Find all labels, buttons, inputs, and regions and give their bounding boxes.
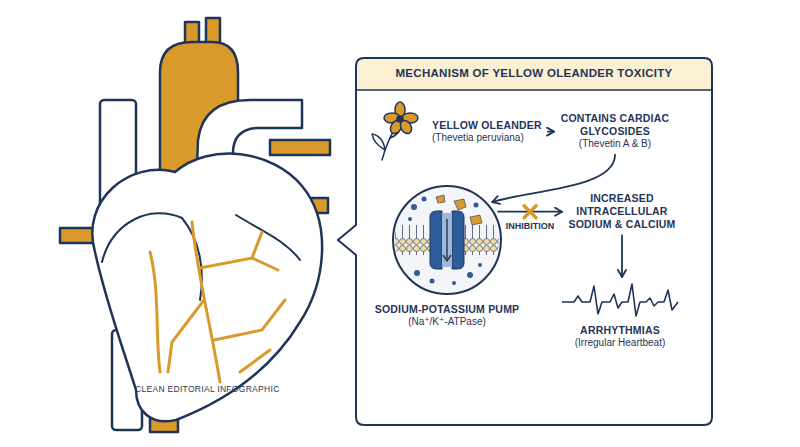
step-node: INCREASED INTRACELLULAR SODIUM & CALCIUM xyxy=(566,192,678,231)
pump-illustration xyxy=(392,185,502,295)
node-heading: INCREASED INTRACELLULAR SODIUM & CALCIUM xyxy=(566,192,678,231)
heart-vessels xyxy=(60,18,330,432)
ecg-trace xyxy=(560,280,680,320)
edge-label: INHIBITION xyxy=(504,221,557,231)
node-subtext: (Na⁺/K⁺-ATPase) xyxy=(375,316,520,329)
node-subtext: (Irregular Heartbeat) xyxy=(560,337,680,350)
flow-arrow xyxy=(621,235,623,277)
node-heading: YELLOW OLEANDER xyxy=(432,119,542,132)
step-node: YELLOW OLEANDER(Thevetia peruviana) xyxy=(432,119,542,145)
coronary-arteries xyxy=(150,222,285,382)
step-node: ARRHYTHMIAS(Irregular Heartbeat) xyxy=(560,280,680,350)
flow-arrow xyxy=(548,131,554,133)
node-subtext: (Thevetin A & B) xyxy=(560,138,670,151)
node-subtext: (Thevetia peruviana) xyxy=(432,132,542,145)
flower-icon xyxy=(372,102,418,160)
node-heading: SODIUM-POTASSIUM PUMP xyxy=(375,303,520,316)
node-heading: ARRHYTHMIAS xyxy=(560,324,680,337)
panel-border xyxy=(338,58,712,425)
pump-circle: SODIUM-POTASSIUM PUMP(Na⁺/K⁺-ATPase) xyxy=(392,185,502,295)
footer-note: CLEAN EDITORIAL INFOGRAPHIC xyxy=(135,384,280,394)
ecg-line xyxy=(562,284,678,316)
node-heading: CONTAINS CARDIAC GLYCOSIDES xyxy=(560,112,670,138)
pump-caption: SODIUM-POTASSIUM PUMP(Na⁺/K⁺-ATPase) xyxy=(375,303,520,329)
panel-band xyxy=(356,59,711,90)
step-node: CONTAINS CARDIAC GLYCOSIDES(Thevetin A &… xyxy=(560,112,670,151)
panel-title: MECHANISM OF YELLOW OLEANDER TOXICITY xyxy=(356,67,712,79)
inhibition-mark xyxy=(524,206,536,218)
band-divider xyxy=(356,89,711,91)
